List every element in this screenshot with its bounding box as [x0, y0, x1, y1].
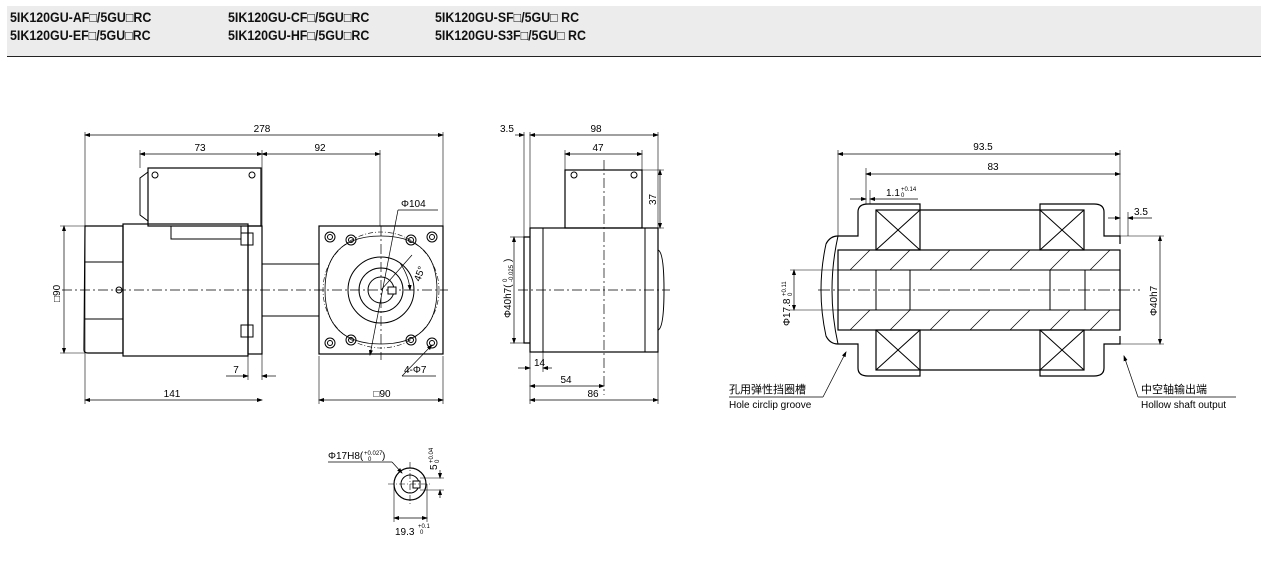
bore-detail [328, 461, 444, 522]
output-label-cn: 中空轴输出端 [1141, 382, 1207, 396]
dim-side-47: 47 [592, 143, 604, 154]
model-header: 5IK120GU-AF□/5GU□RC 5IK120GU-CF□/5GU□RC … [7, 6, 1261, 57]
dim-section-35: 3.5 [1134, 207, 1148, 218]
svg-text:0: 0 [788, 292, 794, 296]
model-name: 5IK120GU-EF□/5GU□RC [10, 28, 151, 43]
svg-text:+0.027: +0.027 [364, 451, 383, 457]
model-name: 5IK120GU-SF□/5GU□ RC [435, 10, 580, 25]
dim-side-37: 37 [648, 193, 659, 205]
svg-text:): ) [503, 259, 514, 262]
svg-text:+0.04: +0.04 [429, 447, 435, 463]
dim-bore-depth: 19.3 +0.1 0 [395, 524, 431, 538]
dim-side-14: 14 [534, 358, 546, 369]
svg-text:+0.11: +0.11 [782, 281, 788, 296]
dim-outer-dia: Φ40h7 [1149, 285, 1160, 316]
dim-square-bottom: □90 [373, 389, 391, 400]
svg-text:0: 0 [420, 530, 424, 536]
dim-total-length: 278 [254, 124, 271, 135]
svg-text:Φ40h7(: Φ40h7( [503, 284, 514, 318]
section-view [729, 150, 1236, 398]
dim-flange-dia: Φ104 [401, 199, 426, 210]
model-name: 5IK120GU-HF□/5GU□RC [228, 28, 370, 43]
svg-text:+0.14: +0.14 [901, 187, 917, 193]
svg-text:-0.025: -0.025 [509, 264, 515, 282]
svg-text:0: 0 [368, 457, 372, 463]
dim-bore-dia: Φ17H8( +0.027 0 ) [328, 451, 385, 463]
dim-side-98: 98 [590, 124, 602, 135]
svg-text:1.1: 1.1 [886, 188, 900, 199]
svg-text:Φ17H8(: Φ17H8( [328, 451, 364, 462]
svg-text:0: 0 [435, 459, 441, 463]
side-view [510, 132, 670, 404]
dim-141: 141 [164, 389, 181, 400]
dim-shaft-dia: Φ40h7( 0 -0.025 ) [503, 259, 515, 318]
output-label-en: Hollow shaft output [1141, 400, 1226, 411]
dim-side-35: 3.5 [500, 124, 514, 135]
dim-section-83: 83 [987, 162, 999, 173]
dim-section-935: 93.5 [973, 142, 993, 153]
dim-holes: 4-Φ7 [404, 365, 427, 376]
dim-section-11: 1.1 +0.14 0 [886, 187, 917, 199]
svg-text:Φ17.8: Φ17.8 [782, 298, 793, 326]
groove-label-cn: 孔用弹性挡圈槽 [729, 382, 806, 396]
svg-text:+0.1: +0.1 [418, 524, 431, 530]
svg-text:5: 5 [429, 464, 440, 470]
dim-body-length: 73 [194, 143, 206, 154]
dim-keyway: 5 +0.04 0 [429, 447, 441, 470]
svg-text:19.3: 19.3 [395, 527, 415, 538]
dim-gear-length: 92 [314, 143, 326, 154]
groove-label-en: Hole circlip groove [729, 400, 812, 411]
dim-inner-dia: Φ17.8 +0.11 0 [782, 281, 794, 326]
model-name: 5IK120GU-CF□/5GU□RC [228, 10, 370, 25]
dim-side-54: 54 [560, 375, 572, 386]
front-view [60, 132, 448, 404]
dim-angle: 45° [412, 265, 428, 283]
model-name: 5IK120GU-S3F□/5GU□ RC [435, 28, 586, 43]
dim-seven: 7 [233, 365, 239, 376]
model-name: 5IK120GU-AF□/5GU□RC [10, 10, 152, 25]
dim-side-86: 86 [587, 389, 599, 400]
svg-text:): ) [382, 451, 385, 462]
svg-text:0: 0 [503, 278, 509, 282]
svg-text:0: 0 [901, 193, 905, 199]
dim-square-left: □90 [52, 284, 63, 302]
